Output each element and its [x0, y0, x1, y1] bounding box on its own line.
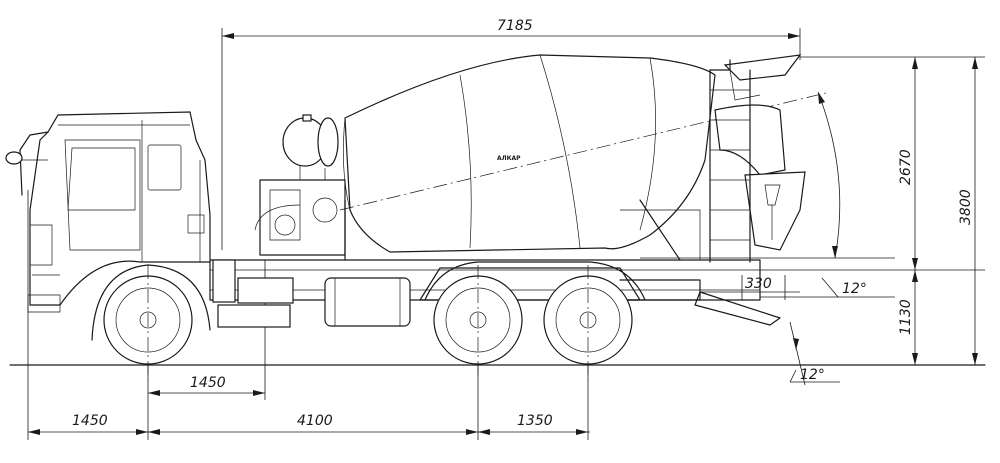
rear-step-label: 330 — [745, 276, 772, 292]
rear-wheel-1 — [433, 265, 523, 380]
rear-wheel-2 — [424, 261, 646, 380]
wheelbase-rear-label: 1350 — [517, 413, 553, 429]
tank-height-label: 2670 — [898, 149, 914, 185]
dimension-texts: 7185 1450 4100 1350 1450 330 12° 12° 267… — [72, 18, 974, 429]
dimension-lines — [9, 28, 986, 440]
frame-height-label: 1130 — [898, 299, 914, 335]
front-wheel — [91, 264, 211, 380]
rear-ladder — [709, 59, 751, 263]
wheelbase-front-label: 4100 — [297, 413, 333, 429]
departure-angle-label: 12° — [800, 367, 825, 383]
tank-angle-label: 12° — [842, 281, 867, 297]
drum-brand-label: АЛКАР — [497, 155, 521, 162]
rear-chute — [714, 54, 806, 251]
fuel-tank — [212, 259, 411, 328]
overall-length-label: 7185 — [497, 18, 533, 34]
front-overhang-label: 1450 — [72, 413, 108, 429]
overall-height-label: 3800 — [958, 189, 974, 225]
water-tank — [254, 114, 346, 256]
mixer-drum: АЛКАР — [339, 54, 831, 261]
truck-cab — [5, 111, 211, 313]
axle-to-tank-label: 1450 — [190, 375, 226, 391]
